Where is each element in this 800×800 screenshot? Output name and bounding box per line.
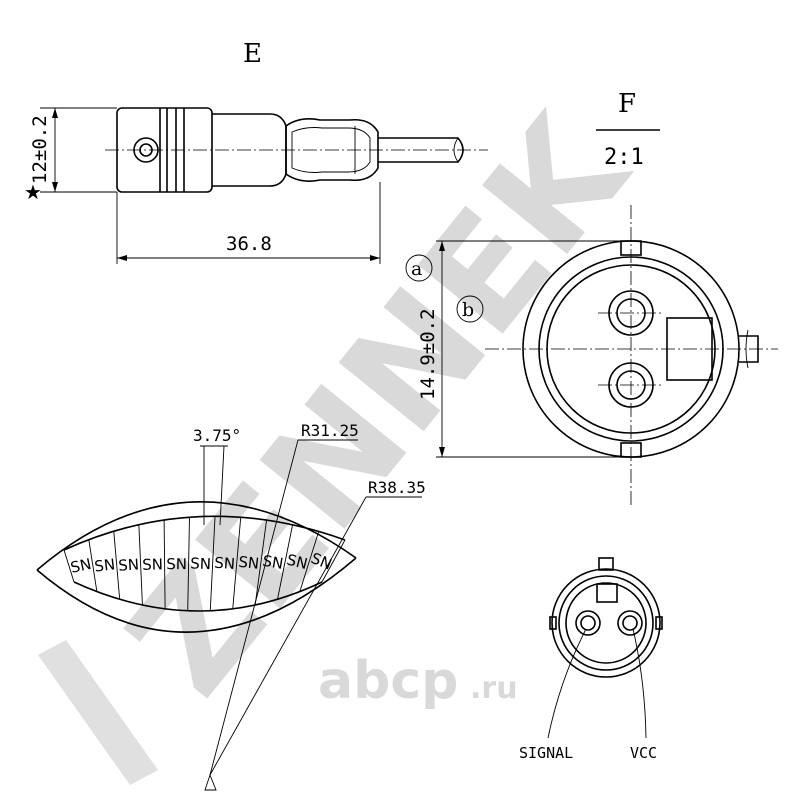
vcc-leader bbox=[632, 628, 647, 739]
pin-label-signal: SIGNAL bbox=[519, 744, 573, 762]
pole-divider bbox=[113, 531, 121, 600]
pole-divider bbox=[63, 549, 75, 583]
connector-face: SIGNAL VCC bbox=[519, 557, 663, 762]
watermark-site-tld: .ru bbox=[470, 671, 518, 706]
dimension-length-text: 36.8 bbox=[226, 233, 272, 255]
connector-key bbox=[596, 583, 618, 603]
connector-right-notch bbox=[655, 616, 663, 630]
pole-divider bbox=[254, 520, 268, 606]
watermark-site: abcp .ru bbox=[318, 651, 518, 711]
pole-divider bbox=[138, 524, 143, 606]
pole-label: SN bbox=[142, 555, 163, 574]
pole-label: SN bbox=[261, 552, 284, 573]
end-view: F 2:1 14.9±0.2 bbox=[405, 89, 778, 505]
dimension-outer-radius: R38.35 bbox=[209, 478, 426, 776]
dimension-diameter-12: 12±0.2 ★ bbox=[24, 107, 117, 204]
marker-b-text: b bbox=[462, 299, 474, 321]
connector-inner bbox=[565, 582, 647, 664]
pole-label: SN bbox=[190, 554, 211, 573]
dimension-outer-radius-text: R38.35 bbox=[368, 478, 426, 497]
pole-label: SN bbox=[166, 555, 187, 573]
marker-a: a bbox=[405, 254, 433, 282]
pole-divider bbox=[232, 517, 242, 609]
watermark-chevron bbox=[38, 640, 158, 785]
cable-grommet bbox=[285, 118, 379, 182]
dimension-length: 36.8 bbox=[116, 182, 381, 264]
pole-divider bbox=[299, 531, 320, 592]
dimension-diameter-12-text: 12±0.2 bbox=[29, 115, 51, 184]
pole-label: SN bbox=[214, 554, 236, 573]
end-view-scale: 2:1 bbox=[604, 145, 644, 170]
pin-label-vcc: VCC bbox=[630, 744, 657, 762]
signal-leader bbox=[547, 628, 587, 739]
side-view-label: E bbox=[243, 39, 262, 69]
ring-segment-bottom-arc bbox=[73, 581, 323, 612]
ring-segment-top-arc bbox=[63, 515, 346, 551]
star-marker-icon: ★ bbox=[24, 180, 42, 204]
pole-divider bbox=[321, 539, 346, 583]
connector-pin-signal bbox=[575, 610, 601, 636]
pole-label: SN bbox=[118, 555, 140, 574]
dimension-inner-radius: R31.25 bbox=[209, 421, 359, 776]
pole-label: SN bbox=[238, 553, 261, 573]
connector-outer bbox=[551, 568, 661, 678]
side-view: E 12±0.2 ★ bbox=[24, 39, 488, 264]
dimension-inner-radius-text: R31.25 bbox=[301, 421, 359, 440]
pole-label: SN bbox=[93, 555, 116, 575]
end-view-label: F bbox=[618, 89, 636, 119]
connector-left-notch bbox=[549, 616, 557, 630]
watermark-site-text: abcp bbox=[318, 651, 458, 711]
dimension-diameter-149-text: 14.9±0.2 bbox=[417, 308, 439, 400]
pole-label: SN bbox=[285, 551, 310, 574]
dimension-angle-text: 3.75° bbox=[193, 426, 241, 445]
marker-a-text: a bbox=[411, 258, 422, 280]
grommet-inner bbox=[291, 127, 371, 173]
pole-label: SN bbox=[69, 555, 93, 577]
pole-divider bbox=[209, 516, 216, 611]
dimension-angle: 3.75° bbox=[193, 426, 241, 526]
connector-ring bbox=[558, 575, 654, 671]
connector-pin-vcc bbox=[617, 610, 643, 636]
ring-outer-bottom bbox=[36, 557, 357, 633]
connector-top-notch bbox=[598, 557, 614, 571]
marker-b: b bbox=[456, 295, 484, 323]
pole-divider bbox=[187, 517, 190, 611]
pole-divider bbox=[163, 519, 166, 609]
pole-divider bbox=[277, 524, 294, 600]
ring-outer-arc bbox=[36, 501, 357, 571]
dimension-diameter-149: 14.9±0.2 bbox=[417, 240, 621, 458]
pole-divider bbox=[88, 539, 98, 592]
